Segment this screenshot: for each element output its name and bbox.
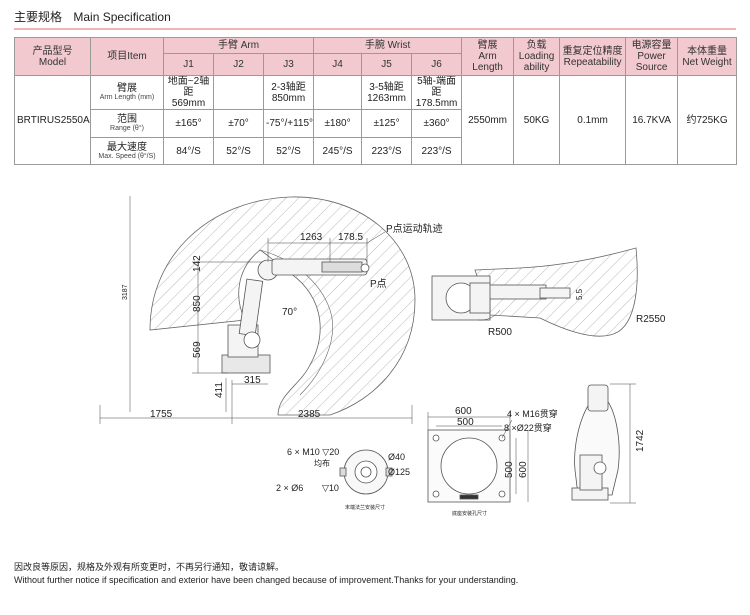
- base-caption: 底座安装孔尺寸: [452, 510, 487, 517]
- arm-length-header: 臂展 Arm Length: [461, 37, 515, 76]
- speed-j1: 84°/S: [163, 137, 214, 165]
- dim-r2550: R2550: [636, 314, 666, 325]
- flange-labels: 6 × M10 ▽20 均布 Ø40 Ø125 2 × Ø6 ▽10 末端法兰安…: [276, 447, 410, 511]
- speed-j4: 245°/S: [313, 137, 363, 165]
- weight-header: 本体重量 Net Weight: [677, 37, 738, 76]
- dim-178: 178.5: [338, 232, 363, 243]
- wrist-group-header: 手腕 Wrist: [313, 37, 463, 54]
- axis-j5: J5: [361, 53, 413, 76]
- flange-caption: 末端法兰安装尺寸: [345, 504, 385, 511]
- arm-length-value: 2550mm: [461, 75, 515, 165]
- folded-dimensions: [610, 383, 636, 504]
- p-trajectory-label: P点运动轨迹: [386, 222, 443, 235]
- model-cell: BRTIRUS2550A: [14, 75, 91, 165]
- dim-1263: 1263: [300, 232, 323, 243]
- speed-j6: 223°/S: [411, 137, 463, 165]
- top-view-labels: R500 R2550 5.5: [488, 288, 666, 338]
- range-j2: ±70°: [213, 109, 264, 138]
- range-j6: ±360°: [411, 109, 463, 138]
- section-header: 主要规格 Main Specification: [14, 8, 171, 25]
- phi22-label: 8 ×Ø22贯穿: [504, 422, 552, 433]
- notice-cn: 因改良等原因，规格及外观有所变更时，不再另行通知，敬请谅解。: [14, 562, 285, 572]
- range-j3: -75°/+115°: [262, 109, 315, 138]
- section-title-en: Main Specification: [73, 10, 171, 24]
- flange-view: [339, 449, 393, 495]
- row-label-arm-length: 臂展 Arm Length (mm): [90, 75, 164, 110]
- side-view-labels: 1263 178.5 P点运动轨迹 P点 142 850 569 3187 41…: [122, 222, 443, 420]
- repeatability-value: 0.1mm: [559, 75, 627, 165]
- dim-850: 850: [192, 295, 203, 312]
- dim-1742: 1742: [635, 429, 646, 452]
- model-header: 产品型号 Model: [14, 37, 91, 76]
- top-view: [431, 247, 638, 337]
- m10-label: 6 × M10 ▽20: [287, 447, 339, 457]
- side-view-dimensions: [99, 196, 413, 424]
- dim-600-top: 600: [455, 406, 472, 417]
- base-dimensions: [427, 412, 529, 502]
- angle-70: 70°: [282, 307, 297, 318]
- p-point-label: P点: [370, 278, 387, 290]
- phi6-depth-label: ▽10: [322, 483, 339, 493]
- dim-3187: 3187: [122, 284, 129, 300]
- axis-j3: J3: [262, 53, 315, 76]
- row-label-max-speed: 最大速度 Max. Speed (θ°/S): [90, 137, 164, 165]
- base-view: [427, 429, 511, 503]
- dim-2385: 2385: [298, 409, 321, 420]
- speed-j3: 52°/S: [262, 137, 315, 165]
- repeatability-header: 重复定位精度 Repeatability: [559, 37, 627, 76]
- dim-1755: 1755: [150, 409, 173, 420]
- header-divider: [14, 28, 736, 30]
- phi125-label: Ø125: [388, 467, 410, 477]
- dim-569: 569: [192, 341, 203, 358]
- dim-315: 315: [244, 375, 261, 386]
- spec-table: 产品型号 Model 项目Item 手臂 Arm 手腕 Wrist 臂展 Arm…: [14, 37, 738, 165]
- weight-value: 约725KG: [677, 75, 738, 165]
- range-j4: ±180°: [313, 109, 363, 138]
- speed-j2: 52°/S: [213, 137, 264, 165]
- dim-500-top: 500: [457, 417, 474, 428]
- dim-600-side: 600: [518, 461, 529, 478]
- power-header: 电源容量 Power Source: [625, 37, 679, 76]
- dim-r500: R500: [488, 327, 512, 338]
- folded-view: [571, 384, 620, 501]
- range-j5: ±125°: [361, 109, 413, 138]
- dim-5-5: 5.5: [575, 288, 584, 300]
- dim-500-side: 500: [504, 461, 515, 478]
- base-labels: 600 500 500 600 4 × M16贯穿 8 ×Ø22贯穿 底座安装孔…: [452, 406, 558, 517]
- notice-en: Without further notice if specification …: [14, 575, 519, 585]
- m16-label: 4 × M16贯穿: [507, 408, 558, 419]
- speed-j5: 223°/S: [361, 137, 413, 165]
- axis-j6: J6: [411, 53, 463, 76]
- load-value: 50KG: [513, 75, 561, 165]
- arm-length-j2: [213, 75, 264, 110]
- evenly-label: 均布: [314, 458, 330, 468]
- dim-142: 142: [192, 255, 203, 272]
- load-header: 负载 Loading ability: [513, 37, 561, 76]
- notice: 因改良等原因，规格及外观有所变更时，不再另行通知，敬请谅解。 Without f…: [14, 561, 518, 587]
- phi40-label: Ø40: [388, 452, 405, 462]
- side-view-robot: [221, 258, 370, 374]
- side-view-envelope: [149, 196, 416, 416]
- section-title-cn: 主要规格: [14, 10, 63, 24]
- phi6-label: 2 × Ø6: [276, 483, 303, 493]
- dim-411: 411: [214, 382, 225, 398]
- item-header: 项目Item: [90, 37, 164, 76]
